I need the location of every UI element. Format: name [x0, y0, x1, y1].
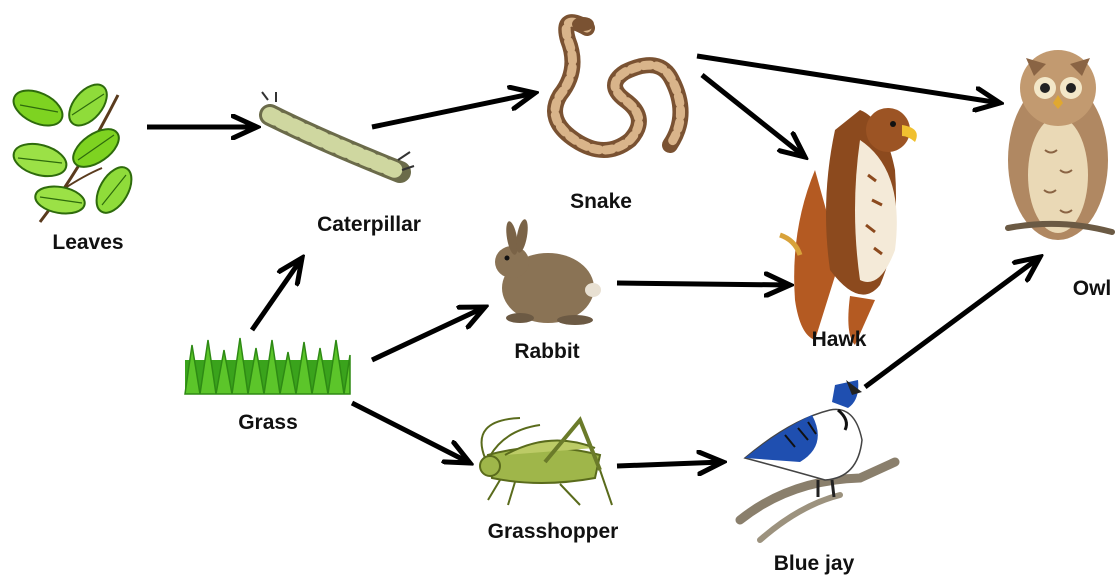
leaves-icon — [8, 78, 139, 222]
arrow-grasshopper-to-bluejay — [617, 462, 723, 466]
arrow-rabbit-to-hawk — [617, 283, 790, 285]
arrow-snake-to-owl — [697, 56, 1000, 103]
label-blue-jay: Blue jay — [774, 552, 855, 575]
label-hawk: Hawk — [812, 328, 867, 351]
blue-jay-icon — [740, 380, 895, 540]
hawk-icon — [780, 108, 917, 345]
arrow-grass-to-caterpillar — [252, 258, 302, 330]
snake-icon — [555, 17, 681, 150]
arrow-caterpillar-to-snake — [372, 93, 535, 127]
arrow-grass-to-rabbit — [372, 307, 485, 360]
owl-icon — [1008, 50, 1112, 240]
rabbit-icon — [495, 218, 601, 325]
label-grass: Grass — [238, 411, 298, 434]
label-leaves: Leaves — [52, 231, 123, 254]
grass-icon — [185, 338, 350, 394]
label-snake: Snake — [570, 190, 632, 213]
label-rabbit: Rabbit — [514, 340, 579, 363]
caterpillar-icon — [262, 92, 414, 172]
label-grasshopper: Grasshopper — [488, 520, 619, 543]
grasshopper-icon — [480, 418, 612, 505]
label-caterpillar: Caterpillar — [317, 213, 421, 236]
arrow-bluejay-to-owl — [865, 257, 1040, 387]
arrow-snake-to-hawk — [702, 75, 805, 157]
arrow-grass-to-grasshopper — [352, 403, 470, 463]
label-owl: Owl — [1073, 277, 1112, 300]
